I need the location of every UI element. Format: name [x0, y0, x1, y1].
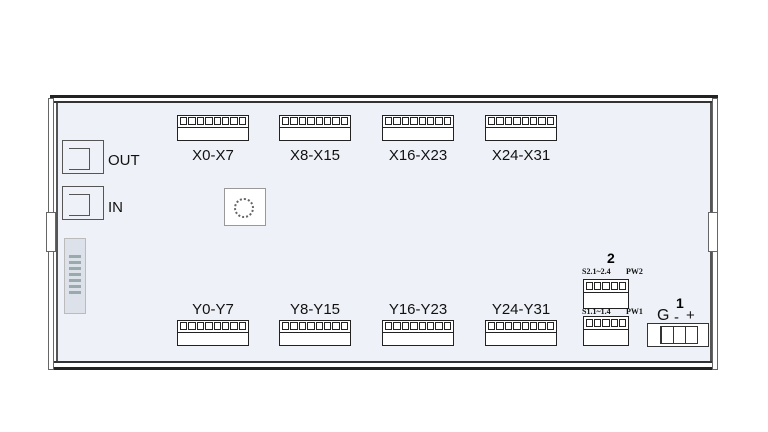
port-socket [69, 148, 90, 170]
output-label: Y0-Y7 [192, 301, 234, 318]
out-label: OUT [108, 152, 140, 169]
power-number: 1 [676, 295, 684, 311]
input-terminal-block[interactable] [177, 115, 249, 141]
input-label: X24-X31 [491, 147, 551, 164]
pw1-label: PW1 [626, 307, 643, 316]
top-rail [50, 95, 718, 103]
port-socket [69, 194, 90, 216]
pw2-label: PW2 [626, 267, 643, 276]
dip-switch-1[interactable] [583, 316, 629, 346]
dial-icon [234, 198, 254, 218]
power-plus-label: + [686, 307, 695, 324]
left-clip [46, 212, 56, 252]
input-terminal-block[interactable] [279, 115, 351, 141]
power-minus-label: - [674, 309, 679, 326]
power-g-label: G [657, 307, 670, 324]
connector-pins [69, 255, 81, 295]
switch2-number: 2 [607, 250, 615, 266]
output-label: Y16-Y23 [388, 301, 448, 318]
db-connector[interactable] [64, 238, 86, 314]
switch2-label: S2.1~2.4 [582, 267, 611, 276]
power-terminal[interactable] [647, 323, 709, 347]
right-clip [708, 212, 718, 252]
input-label: X0-X7 [192, 147, 234, 164]
output-terminal-block[interactable] [177, 320, 249, 346]
output-terminal-block[interactable] [485, 320, 557, 346]
input-terminal-block[interactable] [382, 115, 454, 141]
switch1-label: S1.1~1.4 [582, 307, 611, 316]
dip-switch-2[interactable] [583, 279, 629, 309]
output-terminal-block[interactable] [279, 320, 351, 346]
output-label: Y8-Y15 [289, 301, 341, 318]
power-screws [660, 326, 698, 344]
ethernet-out-port[interactable] [62, 140, 104, 174]
input-label: X8-X15 [289, 147, 341, 164]
ethernet-in-port[interactable] [62, 186, 104, 220]
input-terminal-block[interactable] [485, 115, 557, 141]
output-label: Y24-Y31 [491, 301, 551, 318]
bottom-rail [50, 361, 718, 370]
in-label: IN [108, 199, 123, 216]
rotary-switch[interactable] [224, 188, 266, 226]
output-terminal-block[interactable] [382, 320, 454, 346]
input-label: X16-X23 [388, 147, 448, 164]
